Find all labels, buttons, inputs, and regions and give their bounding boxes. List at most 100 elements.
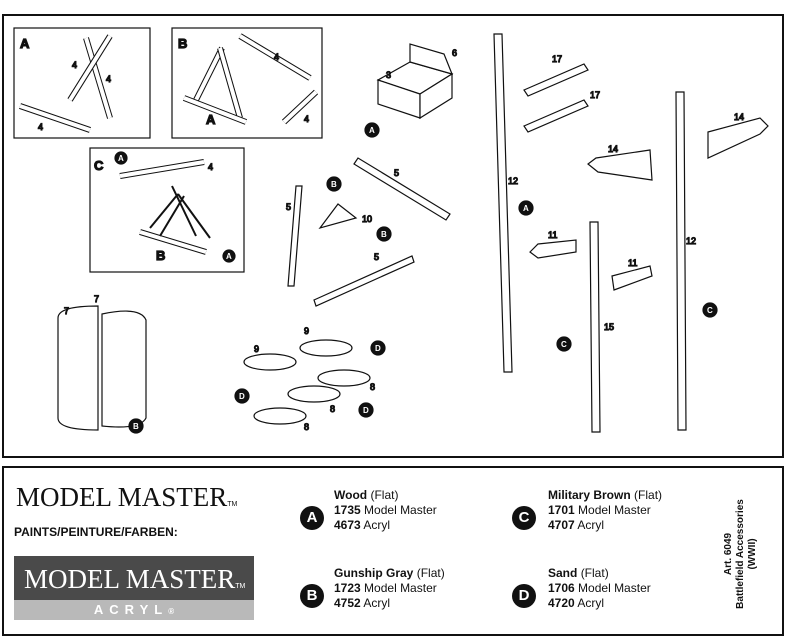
part-4-label-b1: 4 (274, 52, 279, 62)
barrel-half-2 (101, 310, 147, 428)
sandbag-8-1 (317, 369, 371, 387)
pole-5-left (287, 185, 303, 287)
paint-name: Sand (548, 566, 578, 580)
art-number: Art. 6049 (723, 532, 734, 576)
acryl-trademark: TM (235, 583, 246, 590)
paint-name: Wood (334, 488, 368, 502)
paints-label: PAINTS/PEINTURE/FARBEN: (14, 525, 178, 539)
badge-d-1 (370, 340, 386, 356)
badge-a-pole (518, 200, 534, 216)
part-5-label-3: 5 (374, 252, 379, 262)
crossarm-17-1 (523, 63, 589, 97)
paint-badge-b: B (300, 584, 324, 608)
model-master-logo: MODEL MASTERTM (16, 484, 237, 511)
article-info: Art. 6049 Battlefield Accessories (WWII) (718, 486, 768, 616)
paint-badge-a: A (300, 506, 324, 530)
art-title: Battlefield Accessories (735, 499, 746, 609)
sign-11-1 (529, 239, 577, 259)
paint-acryl-code: 4707 (548, 518, 575, 532)
paint-acryl-label: Acryl (577, 596, 605, 610)
paint-acryl-code: 4720 (548, 596, 575, 610)
part-9-label-1: 9 (254, 344, 259, 354)
barrel-half-1 (57, 305, 99, 431)
paint-item-wood: Wood (Flat) 1735 Model Master 4673 Acryl (334, 488, 437, 533)
part-4-label-a3: 4 (38, 122, 43, 132)
step-b-box (171, 27, 323, 139)
badge-a-c2 (222, 249, 236, 263)
sandbag-8-2 (287, 385, 341, 403)
acryl-word: ACRYL (93, 602, 169, 617)
badge-d-1-text: D (375, 344, 381, 353)
assembly-diagram: A 4 4 4 B A 4 4 C B 4 (13, 27, 769, 434)
sandbag-8-3 (253, 407, 307, 425)
part-17-label-1: 17 (552, 54, 562, 64)
trademark: TM (227, 501, 238, 508)
paint-mm-code: 1723 (334, 581, 361, 595)
badge-d-3 (358, 402, 374, 418)
art-subtitle: (WWII) (747, 538, 758, 570)
badge-b-2-text: B (381, 230, 387, 239)
pole-12 (493, 33, 513, 373)
badge-b-barrel-text: B (133, 422, 139, 431)
paint-acryl-label: Acryl (363, 596, 391, 610)
pole-15 (589, 221, 601, 433)
paint-legend-panel (2, 466, 784, 636)
registered-mark: ® (168, 607, 175, 616)
pole-5-bottom (313, 255, 415, 307)
badge-a-c-text: A (118, 154, 124, 163)
paint-acryl-code: 4673 (334, 518, 361, 532)
paint-mm-label: Model Master (578, 581, 651, 595)
callout-b-label: B (178, 36, 187, 51)
model-master-acryl-logo: MODEL MASTERTM ACRYL® (14, 556, 254, 620)
paint-mm-label: Model Master (364, 581, 437, 595)
part-4-label-a2: 4 (106, 74, 111, 84)
part-4-label-b2: 4 (304, 114, 309, 124)
part-12-label-1: 12 (508, 176, 518, 186)
callout-a-label: A (20, 36, 30, 51)
paint-mm-code: 1735 (334, 503, 361, 517)
part-17-label-2: 17 (590, 90, 600, 100)
paint-item-sand: Sand (Flat) 1706 Model Master 4720 Acryl (548, 566, 651, 611)
part-10 (318, 203, 358, 230)
pole-12-tall (675, 91, 687, 431)
paint-acryl-label: Acryl (577, 518, 605, 532)
badge-a-c (114, 151, 128, 165)
badge-a-c2-text: A (226, 252, 232, 261)
paint-name: Military Brown (548, 488, 631, 502)
badge-a-crate-text: A (369, 126, 375, 135)
sign-14-1 (707, 117, 769, 159)
step-a-box (13, 27, 151, 139)
part-6-label: 6 (452, 48, 457, 58)
part-7-label-2: 7 (94, 294, 99, 304)
paint-finish: (Flat) (634, 488, 663, 502)
part-3-label: 3 (386, 70, 391, 80)
badge-a-pole-text: A (523, 204, 529, 213)
part-14-label-2: 14 (608, 144, 618, 154)
sign-11-2 (611, 265, 653, 291)
part-12-label-2: 12 (686, 236, 696, 246)
badge-b-1-text: B (331, 180, 337, 189)
part-10-label: 10 (362, 214, 372, 224)
paint-acryl-code: 4752 (334, 596, 361, 610)
paint-item-military-brown: Military Brown (Flat) 1701 Model Master … (548, 488, 662, 533)
brand-name: MODEL MASTER (16, 482, 228, 512)
callout-c-label: C (94, 158, 104, 173)
part-4-label-a1: 4 (72, 60, 77, 70)
step-c-box (89, 147, 245, 273)
part-15-label: 15 (604, 322, 614, 332)
paint-badge-c: C (512, 506, 536, 530)
badge-b-1 (326, 176, 342, 192)
part-4-label-c: 4 (208, 162, 213, 172)
badge-d-3-text: D (363, 406, 369, 415)
paint-mm-label: Model Master (364, 503, 437, 517)
part-9-label-2: 9 (304, 326, 309, 336)
crate-top-lid (409, 43, 454, 75)
sandbag-9-1 (243, 353, 297, 371)
part-7-label-1: 7 (64, 306, 69, 316)
badge-b-barrel (128, 418, 144, 434)
badge-a-crate (364, 122, 380, 138)
part-11-label-2: 11 (628, 258, 637, 268)
badge-d-2-text: D (239, 392, 245, 401)
badge-d-2 (234, 388, 250, 404)
paint-finish: (Flat) (580, 566, 609, 580)
